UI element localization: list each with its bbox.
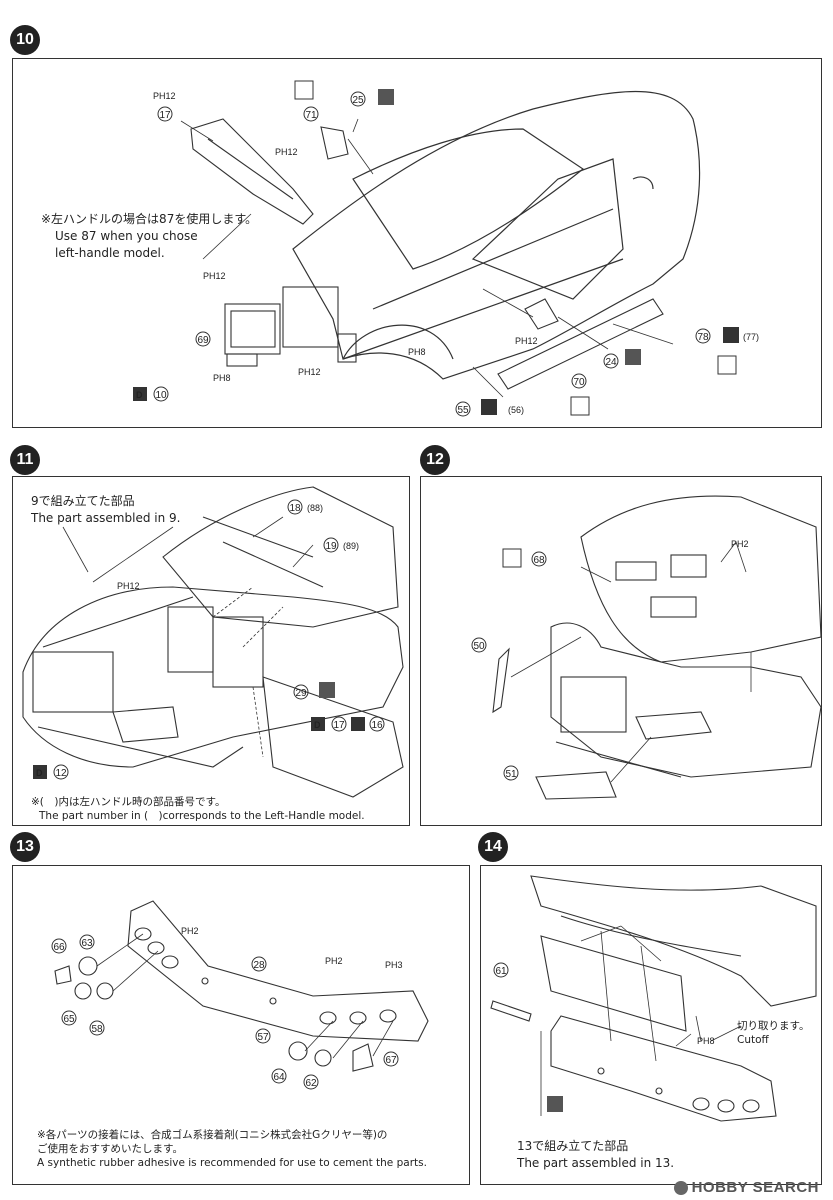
step-14-drawing: 61 PH8 xyxy=(490,875,817,1122)
step-14-badge: 14 xyxy=(478,832,508,862)
svg-text:78: 78 xyxy=(697,332,709,343)
svg-text:18: 18 xyxy=(289,503,301,514)
step-10-drawing: PH12 17 25 71 PH12 PH12 69 PH8 PH12 PH8 … xyxy=(133,80,759,417)
svg-text:12: 12 xyxy=(55,768,67,779)
step-13-panel: 66 63 65 58 28 57 64 62 67 PH2 PH2 PH3 ※… xyxy=(12,865,470,1185)
svg-text:PH12: PH12 xyxy=(153,91,176,101)
svg-text:61: 61 xyxy=(495,966,507,977)
svg-text:25: 25 xyxy=(352,95,364,106)
step-10-badge: 10 xyxy=(10,25,40,55)
step-10-note-en-1: Use 87 when you chose xyxy=(55,229,198,243)
svg-text:PH2: PH2 xyxy=(181,926,199,936)
svg-text:D: D xyxy=(314,720,321,730)
svg-text:28: 28 xyxy=(253,960,265,971)
svg-text:19: 19 xyxy=(325,541,337,552)
svg-text:71: 71 xyxy=(305,110,317,121)
svg-text:(56): (56) xyxy=(508,405,524,415)
svg-text:68: 68 xyxy=(533,555,545,566)
step-13-footer-jp-2: ご使用をおすすめいたします。 xyxy=(37,1143,183,1155)
step-13-drawing: 66 63 65 58 28 57 64 62 67 PH2 PH2 PH3 xyxy=(51,900,429,1090)
svg-text:58: 58 xyxy=(91,1024,103,1035)
svg-text:50: 50 xyxy=(473,641,485,652)
step-13-number: 13 xyxy=(16,838,34,855)
svg-text:(77): (77) xyxy=(743,332,759,342)
svg-text:(88): (88) xyxy=(307,503,323,513)
step-12-drawing: 68 PH2 50 51 xyxy=(471,495,822,800)
step-11-footer-jp: ※( )内は左ハンドル時の部品番号です。 xyxy=(31,796,226,808)
step-11-footer-en: The part number in ( )corresponds to the… xyxy=(39,810,365,822)
svg-text:17: 17 xyxy=(333,720,345,731)
step-11-panel: 18 (88) 19 (89) PH12 29 D 17 16 D 12 9で組… xyxy=(12,476,410,826)
step-12-panel: 68 PH2 50 51 xyxy=(420,476,822,826)
step-10-panel: PH12 17 25 71 PH12 PH12 69 PH8 PH12 PH8 … xyxy=(12,58,822,428)
step-11-note-jp: 9で組み立てた部品 xyxy=(31,494,135,508)
svg-text:63: 63 xyxy=(81,938,93,949)
step-13-badge: 13 xyxy=(10,832,40,862)
step-11-badge: 11 xyxy=(10,445,40,475)
svg-text:62: 62 xyxy=(305,1078,317,1089)
step-11-number: 11 xyxy=(16,451,34,468)
step-10-d-label: 10 xyxy=(155,390,167,401)
step-13-footer: ※各パーツの接着には、合成ゴム系接着剤(コニシ株式会社Gクリヤー等)の ご使用を… xyxy=(37,1128,427,1170)
watermark-text: HOBBY SEARCH xyxy=(691,1179,819,1196)
svg-text:PH3: PH3 xyxy=(385,960,403,970)
svg-text:16: 16 xyxy=(371,720,383,731)
step-14-note-jp: 13で組み立てた部品 xyxy=(517,1139,629,1153)
svg-text:17: 17 xyxy=(159,110,171,121)
svg-text:PH12: PH12 xyxy=(203,271,226,281)
step-14-panel: 61 PH8 切り取ります。 Cutoff 13で組み立てた部品 The par… xyxy=(480,865,822,1185)
step-13-footer-jp: ※各パーツの接着には、合成ゴム系接着剤(コニシ株式会社Gクリヤー等)の xyxy=(37,1129,388,1141)
svg-text:PH12: PH12 xyxy=(298,367,321,377)
step-11-drawing: 18 (88) 19 (89) PH12 29 D 17 16 D 12 xyxy=(22,486,404,798)
svg-text:55: 55 xyxy=(457,405,469,416)
svg-text:67: 67 xyxy=(385,1055,397,1066)
step-10-note: ※左ハンドルの場合は87を使用します。 Use 87 when you chos… xyxy=(41,211,257,262)
step-14-note-en: The part assembled in 13. xyxy=(517,1156,675,1170)
step-14-ph-label: PH8 xyxy=(697,1036,715,1046)
step-12-badge: 12 xyxy=(420,445,450,475)
step-14-cutoff: 切り取ります。 Cutoff xyxy=(737,1019,809,1047)
svg-text:PH8: PH8 xyxy=(213,373,231,383)
step-10-number: 10 xyxy=(16,31,34,48)
svg-text:57: 57 xyxy=(257,1032,269,1043)
step-11-ph-label: PH12 xyxy=(117,581,140,591)
step-13-footer-en: A synthetic rubber adhesive is recommend… xyxy=(37,1157,427,1169)
svg-text:PH8: PH8 xyxy=(408,347,426,357)
svg-text:64: 64 xyxy=(273,1072,285,1083)
step-12-ph-label: PH2 xyxy=(731,539,749,549)
svg-text:69: 69 xyxy=(197,335,209,346)
step-14-cutoff-en: Cutoff xyxy=(737,1034,769,1046)
svg-text:PH12: PH12 xyxy=(515,336,538,346)
watermark: HOBBY SEARCH xyxy=(673,1179,819,1196)
step-11-note-en: The part assembled in 9. xyxy=(31,511,181,525)
svg-text:(89): (89) xyxy=(343,541,359,551)
svg-text:29: 29 xyxy=(295,688,307,699)
step-14-note: 13で組み立てた部品 The part assembled in 13. xyxy=(517,1138,674,1172)
step-11-footer: ※( )内は左ハンドル時の部品番号です。 The part number in … xyxy=(31,795,365,823)
svg-text:51: 51 xyxy=(505,769,517,780)
svg-text:70: 70 xyxy=(573,377,585,388)
svg-text:PH2: PH2 xyxy=(325,956,343,966)
svg-text:PH12: PH12 xyxy=(275,147,298,157)
step-11-note: 9で組み立てた部品 The part assembled in 9. xyxy=(31,493,180,527)
svg-text:D: D xyxy=(136,390,143,400)
step-10-note-jp: ※左ハンドルの場合は87を使用します。 xyxy=(41,212,258,226)
step-12-number: 12 xyxy=(426,451,444,468)
step-14-number: 14 xyxy=(484,838,502,855)
svg-text:24: 24 xyxy=(605,357,617,368)
svg-text:65: 65 xyxy=(63,1014,75,1025)
step-10-note-en-2: left-handle model. xyxy=(55,246,165,260)
svg-text:66: 66 xyxy=(53,942,65,953)
step-14-cutoff-jp: 切り取ります。 xyxy=(737,1020,810,1032)
svg-text:D: D xyxy=(36,768,43,778)
hobby-search-logo-icon xyxy=(673,1181,688,1196)
